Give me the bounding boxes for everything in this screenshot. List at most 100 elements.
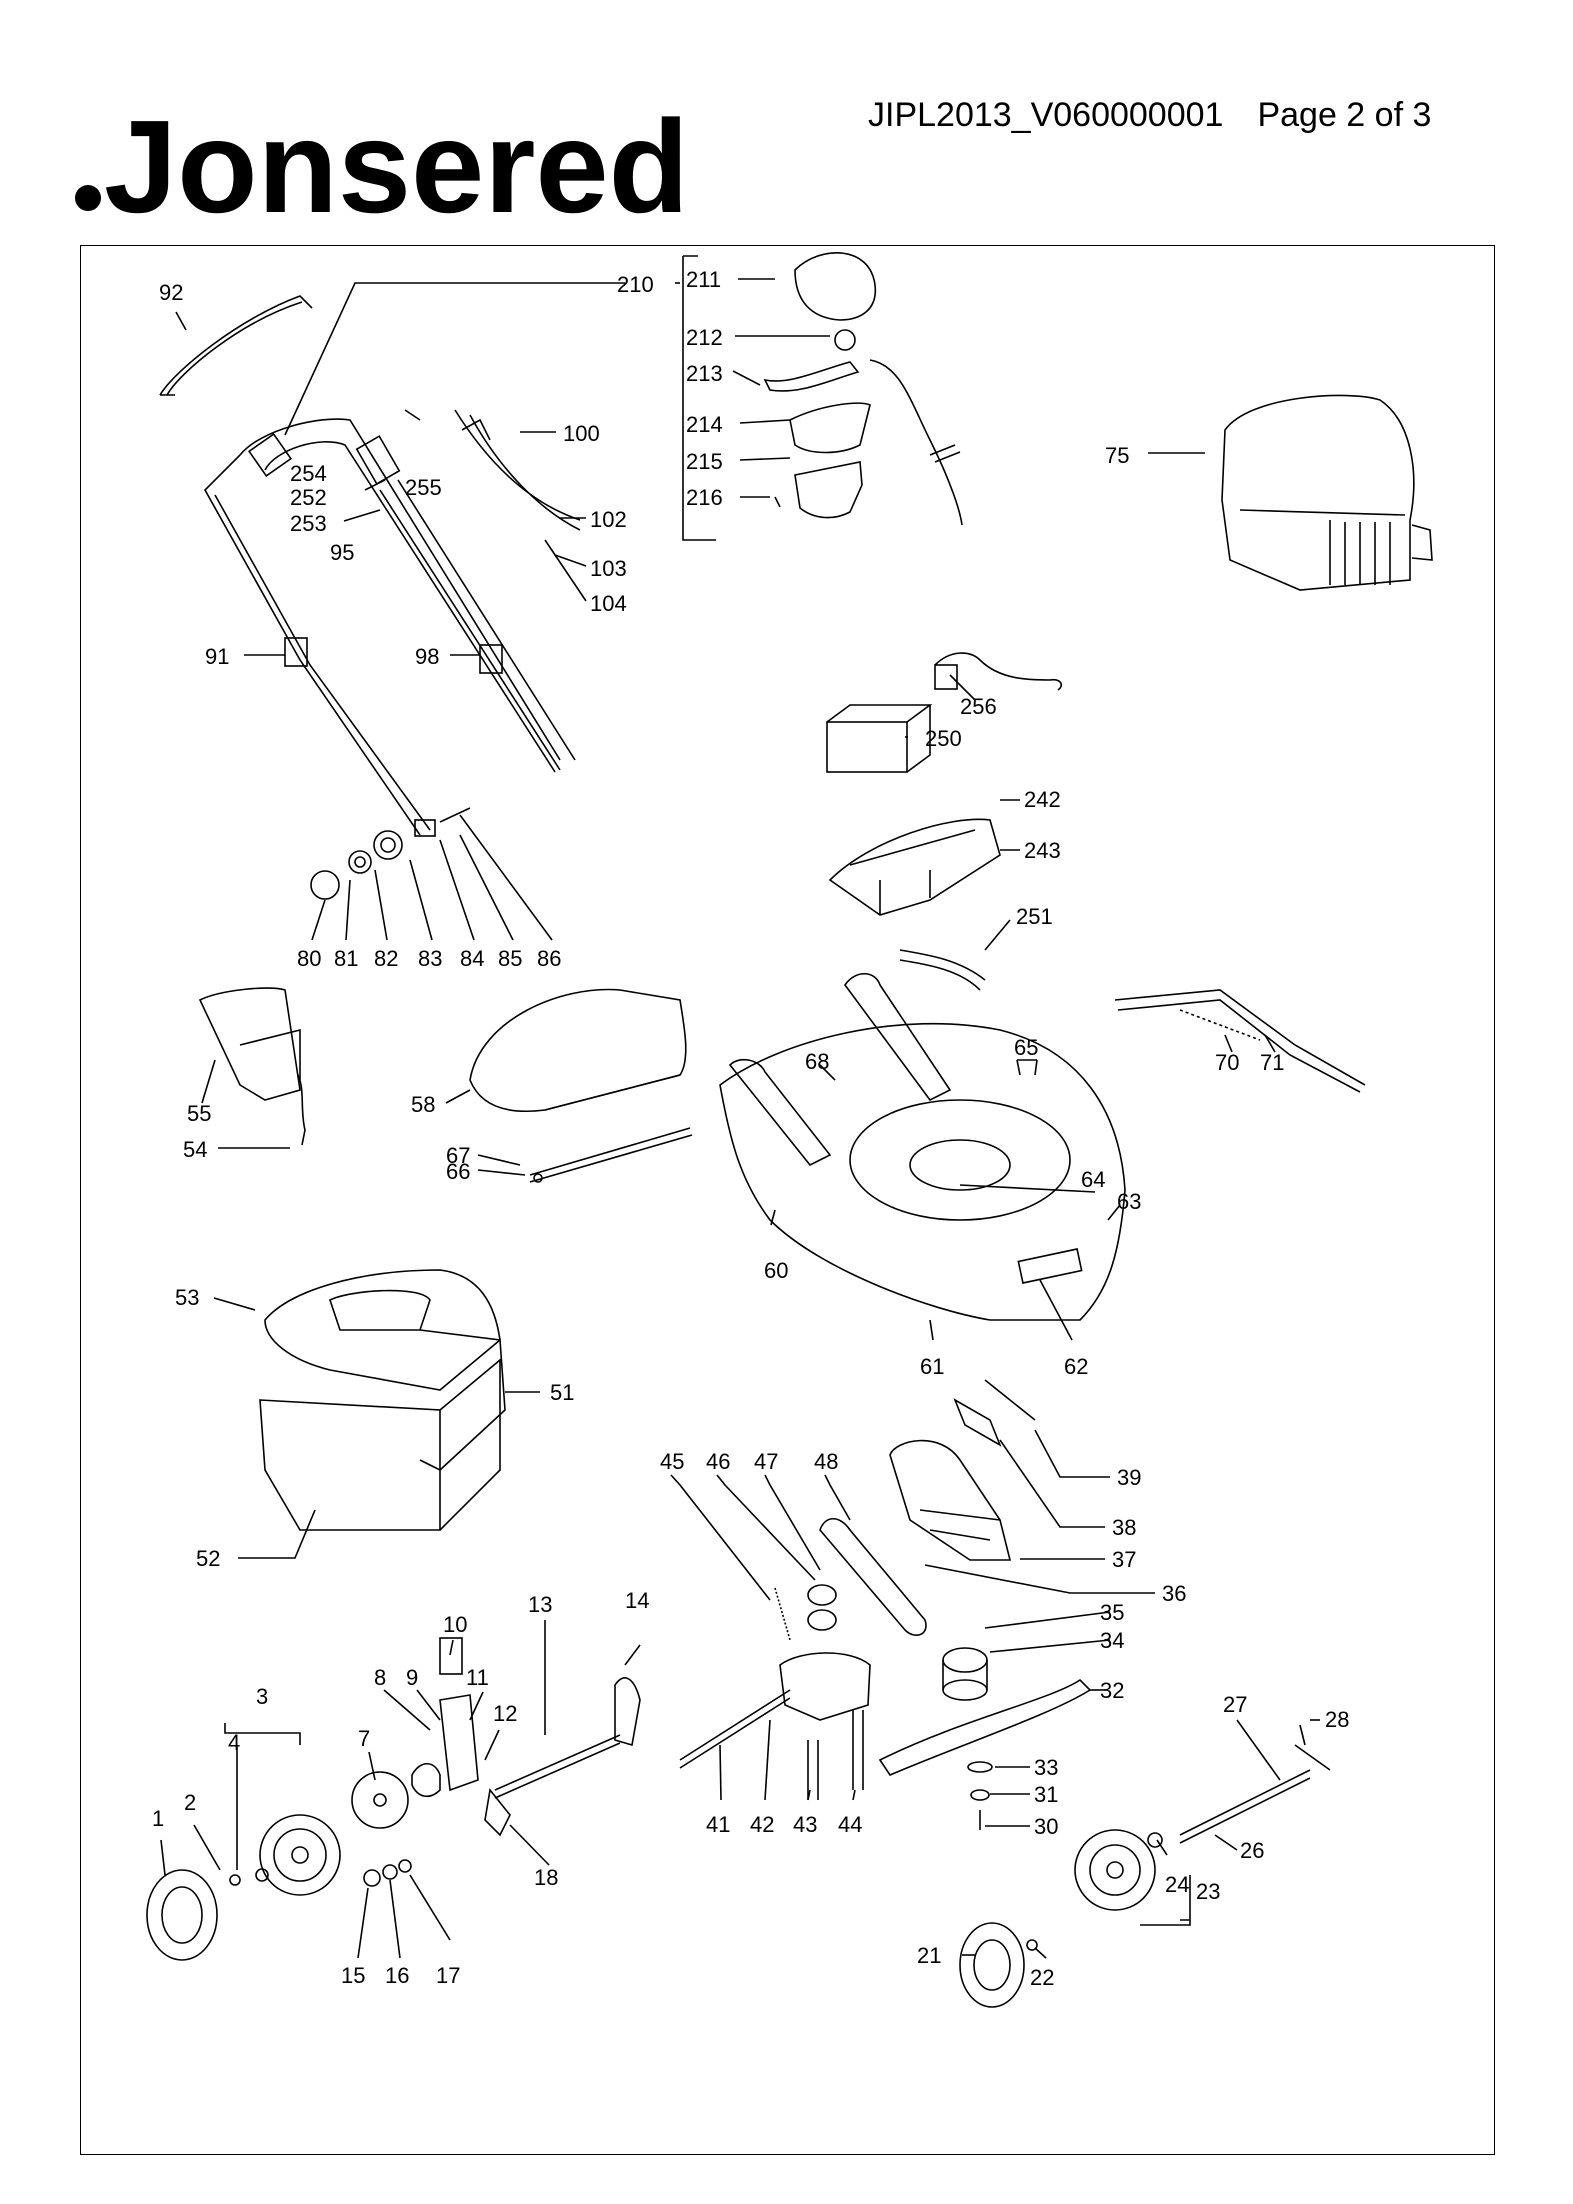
part-label-70: 70: [1215, 1050, 1239, 1075]
bracket-85: [414, 819, 436, 837]
part-label-211: 211: [686, 267, 721, 292]
part-label-24: 24: [1165, 1872, 1189, 1897]
part-label-30: 30: [1034, 1814, 1058, 1839]
part-label-62: 62: [1064, 1354, 1088, 1379]
part-label-11: 11: [466, 1665, 489, 1690]
part-label-42: 42: [750, 1812, 774, 1837]
part-label-17: 17: [436, 1963, 460, 1988]
wire-251: [899, 949, 986, 991]
bearing-24: [1147, 1832, 1163, 1848]
part-label-254: 254: [290, 461, 327, 486]
engine-75: [1221, 394, 1415, 591]
part-label-18: 18: [534, 1865, 558, 1890]
connector-256: [934, 664, 958, 690]
part-label-38: 38: [1112, 1515, 1136, 1540]
battery-250: [826, 721, 908, 773]
part-label-255: 255: [405, 475, 442, 500]
part-label-216: 216: [686, 485, 723, 510]
part-label-84: 84: [460, 946, 484, 971]
part-label-22: 22: [1030, 1965, 1054, 1990]
washer-17: [398, 1859, 412, 1873]
part-label-61: 61: [920, 1354, 944, 1379]
part-label-91: 91: [205, 644, 229, 669]
part-label-21: 21: [917, 1943, 941, 1968]
spring-54: [297, 1074, 306, 1146]
label-62: [1017, 1248, 1083, 1284]
part-label-44: 44: [838, 1812, 862, 1837]
control-cover-211: [794, 252, 877, 321]
strip-39: [984, 1379, 1036, 1421]
part-label-47: 47: [754, 1449, 778, 1474]
plate-215: [794, 461, 863, 519]
hub-34: [942, 1647, 988, 1673]
clamp-91: [284, 637, 308, 667]
part-label-256: 256: [960, 694, 997, 719]
bracket-14: [614, 1677, 641, 1747]
bag-frame-51: [419, 1329, 506, 1471]
bracket-210: [682, 255, 716, 541]
part-label-71: 71: [1260, 1050, 1284, 1075]
part-label-85: 85: [498, 946, 522, 971]
guard-37: [889, 1439, 1012, 1561]
part-label-2: 2: [184, 1790, 196, 1815]
part-label-28: 28: [1325, 1707, 1349, 1732]
part-label-37: 37: [1112, 1547, 1136, 1572]
part-label-60: 60: [764, 1258, 788, 1283]
part-label-3: 3: [256, 1684, 268, 1709]
part-label-98: 98: [415, 644, 439, 669]
rear-axle-13: [494, 1734, 621, 1799]
hubcap-1: [146, 1869, 218, 1961]
rear-bar-71: [1114, 989, 1366, 1093]
plate-11: [439, 1694, 479, 1792]
pin-28: [1299, 1724, 1306, 1746]
part-label-33: 33: [1034, 1755, 1058, 1780]
bushing-212: [834, 329, 856, 351]
knob-80: [310, 870, 340, 900]
page-indicator: Page 2 of 3: [1257, 96, 1432, 134]
nut-2: [229, 1874, 241, 1886]
part-label-83: 83: [418, 946, 442, 971]
part-label-4: 4: [228, 1730, 240, 1755]
diagram-frame: [80, 245, 1495, 2155]
gear-7: [351, 1771, 409, 1829]
part-label-35: 35: [1100, 1600, 1124, 1625]
part-label-242: 242: [1024, 787, 1061, 812]
part-label-80: 80: [297, 946, 321, 971]
part-label-65: 65: [1014, 1035, 1038, 1060]
axle-41: [679, 1689, 791, 1769]
part-label-41: 41: [706, 1812, 730, 1837]
part-label-81: 81: [334, 946, 358, 971]
part-label-253: 253: [290, 511, 327, 536]
flap-55: [198, 987, 301, 1101]
part-label-53: 53: [175, 1285, 199, 1310]
belt-48: [819, 1517, 927, 1636]
part-label-92: 92: [159, 280, 183, 305]
part-label-48: 48: [814, 1449, 838, 1474]
part-label-251: 251: [1016, 904, 1053, 929]
pin-44: [852, 1710, 864, 1790]
front-wheel-23: [1074, 1829, 1156, 1911]
part-label-55: 55: [187, 1101, 211, 1126]
part-label-45: 45: [660, 1449, 684, 1474]
rear-wheel-3: [259, 1814, 341, 1896]
part-label-51: 51: [550, 1380, 574, 1405]
part-label-75: 75: [1105, 443, 1129, 468]
part-label-95: 95: [330, 540, 354, 565]
part-label-12: 12: [493, 1701, 517, 1726]
part-label-104: 104: [590, 591, 627, 616]
part-label-39: 39: [1117, 1465, 1141, 1490]
part-label-214: 214: [686, 412, 723, 437]
part-label-250: 250: [925, 726, 962, 751]
part-label-1: 1: [152, 1806, 164, 1831]
deck-63: [719, 1022, 1126, 1321]
pulley-47: [807, 1609, 837, 1631]
part-18: [484, 1788, 511, 1837]
bag-top-53: [264, 1269, 501, 1391]
clamp-98: [479, 644, 503, 674]
jonsered-logo: Jonsered: [75, 100, 689, 220]
handle-top-bar: [159, 295, 313, 396]
bolt-86: [439, 807, 471, 823]
strip-38: [953, 1398, 1002, 1447]
